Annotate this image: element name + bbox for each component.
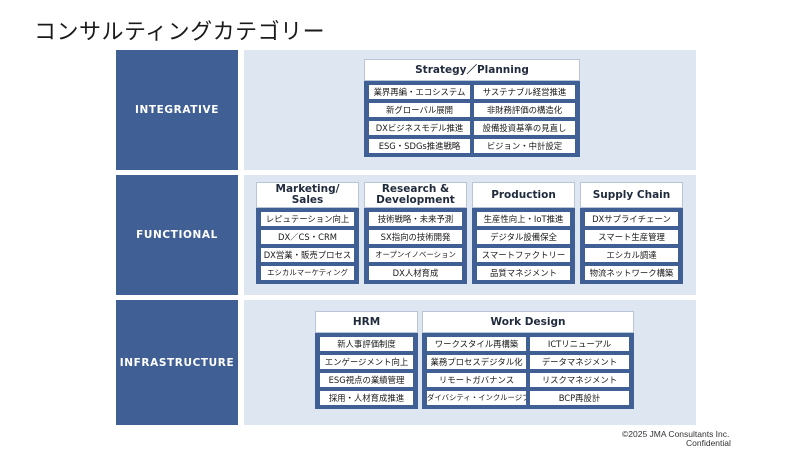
group-title: Supply Chain [580, 182, 683, 208]
group-items: 生産性向上・IoT推進 デジタル設備保全 スマートファクトリー 品質マネジメント [472, 208, 575, 284]
item-card: リスクマネジメント [530, 373, 629, 387]
item-card: エシカル調達 [585, 248, 678, 262]
item-card: ESG・SDGs推進戦略 [369, 139, 470, 153]
group-title: Research & Development [364, 182, 467, 208]
group-title: Marketing/ Sales [256, 182, 359, 208]
group-supply-chain: Supply Chain DXサプライチェーン スマート生産管理 エシカル調達 … [580, 182, 683, 284]
item-card: 採用・人材育成推進 [320, 391, 413, 405]
group-title: Strategy／Planning [364, 59, 580, 81]
item-card: 技術戦略・未来予測 [369, 212, 462, 226]
item-card: SX指向の技術開発 [369, 230, 462, 244]
item-card: 非財務評価の構造化 [474, 103, 575, 117]
item-card: 品質マネジメント [477, 266, 570, 280]
item-card: ESG視点の業績管理 [320, 373, 413, 387]
item-card: 新人事評価制度 [320, 337, 413, 351]
item-card: 業務プロセスデジタル化 [427, 355, 526, 369]
confidential-label: Confidential [686, 438, 731, 448]
item-card: スマート生産管理 [585, 230, 678, 244]
item-card: 新グローバル展開 [369, 103, 470, 117]
item-card: サステナブル経営推進 [474, 85, 575, 99]
item-card: DX人材育成 [369, 266, 462, 280]
band-label-cell: INTEGRATIVE [116, 50, 238, 170]
item-card: DX営業・販売プロセス [261, 248, 354, 262]
item-card: リモートガバナンス [427, 373, 526, 387]
group-items: DXサプライチェーン スマート生産管理 エシカル調達 物流ネットワーク構築 [580, 208, 683, 284]
item-card: スマートファクトリー [477, 248, 570, 262]
item-card: ICTリニューアル [530, 337, 629, 351]
band-functional: FUNCTIONAL Marketing/ Sales レピュテーション向上 D… [116, 175, 696, 295]
item-card: DXビジネスモデル推進 [369, 121, 470, 135]
band-label: INFRASTRUCTURE [119, 356, 235, 369]
item-card: データマネジメント [530, 355, 629, 369]
copyright-notice: ©2025 JMA Consultants Inc. Confidential [622, 430, 731, 448]
band-label: FUNCTIONAL [136, 229, 218, 241]
item-card: DX／CS・CRM [261, 230, 354, 244]
item-card: 業界再編・エコシステム [369, 85, 470, 99]
group-items: ワークスタイル再構築 ICTリニューアル 業務プロセスデジタル化 データマネジメ… [422, 333, 634, 409]
item-card: オープンイノベーション [369, 248, 462, 262]
group-title: Work Design [422, 311, 634, 333]
band-label-cell: INFRASTRUCTURE [116, 300, 238, 425]
copyright-text: ©2025 JMA Consultants Inc. [622, 429, 730, 439]
item-card: 物流ネットワーク構築 [585, 266, 678, 280]
group-hrm: HRM 新人事評価制度 エンゲージメント向上 ESG視点の業績管理 採用・人材育… [315, 311, 418, 409]
group-marketing-sales: Marketing/ Sales レピュテーション向上 DX／CS・CRM DX… [256, 182, 359, 284]
band-label: INTEGRATIVE [134, 104, 219, 116]
group-title: HRM [315, 311, 418, 333]
item-card: 設備投資基準の見直し [474, 121, 575, 135]
item-card: 生産性向上・IoT推進 [477, 212, 570, 226]
item-card: エンゲージメント向上 [320, 355, 413, 369]
band-integrative: INTEGRATIVE Strategy／Planning 業界再編・エコシステ… [116, 50, 696, 170]
band-infrastructure: INFRASTRUCTURE HRM 新人事評価制度 エンゲージメント向上 ES… [116, 300, 696, 425]
item-card: DXサプライチェーン [585, 212, 678, 226]
item-card: エシカルマーケティング [261, 266, 354, 280]
item-card: BCP再設計 [530, 391, 629, 405]
group-research-development: Research & Development 技術戦略・未来予測 SX指向の技術… [364, 182, 467, 284]
group-items: 業界再編・エコシステム サステナブル経営推進 新グローバル展開 非財務評価の構造… [364, 81, 580, 157]
group-strategy-planning: Strategy／Planning 業界再編・エコシステム サステナブル経営推進… [364, 59, 580, 157]
group-items: 技術戦略・未来予測 SX指向の技術開発 オープンイノベーション DX人材育成 [364, 208, 467, 284]
group-production: Production 生産性向上・IoT推進 デジタル設備保全 スマートファクト… [472, 182, 575, 284]
group-items: レピュテーション向上 DX／CS・CRM DX営業・販売プロセス エシカルマーケ… [256, 208, 359, 284]
group-work-design: Work Design ワークスタイル再構築 ICTリニューアル 業務プロセスデ… [422, 311, 634, 409]
group-items: 新人事評価制度 エンゲージメント向上 ESG視点の業績管理 採用・人材育成推進 [315, 333, 418, 409]
item-card: ワークスタイル再構築 [427, 337, 526, 351]
item-card: ダイバシティ・インクルージブ [427, 391, 526, 405]
page-title: コンサルティングカテゴリー [34, 20, 326, 45]
group-title: Production [472, 182, 575, 208]
item-card: レピュテーション向上 [261, 212, 354, 226]
band-label-cell: FUNCTIONAL [116, 175, 238, 295]
item-card: ビジョン・中計設定 [474, 139, 575, 153]
item-card: デジタル設備保全 [477, 230, 570, 244]
